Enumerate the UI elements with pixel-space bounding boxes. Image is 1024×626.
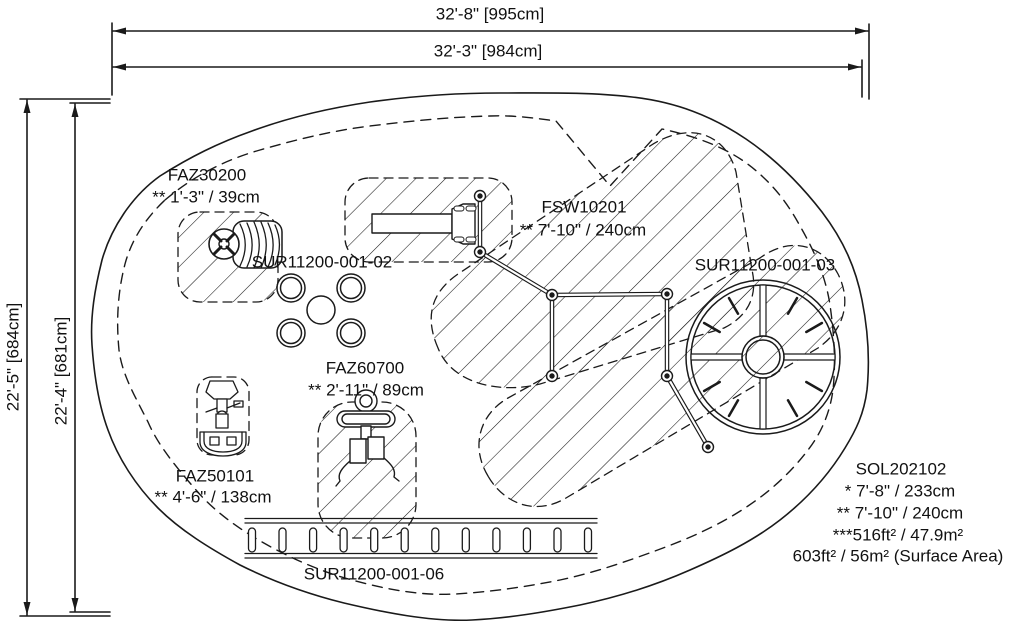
- dimension-label-top-outer: 32'-8" [995cm]: [435, 4, 545, 24]
- summary-code: SOL202102: [855, 459, 947, 479]
- label-faz60700-spec: ** 2'-11" / 89cm: [308, 380, 424, 400]
- summary-line2: ** 7'-10" / 240cm: [836, 503, 964, 523]
- label-faz60700: FAZ60700: [325, 358, 405, 378]
- ground-spinners-sur02-drawing: [276, 273, 366, 348]
- net-swing-fsw10201-drawing: [473, 189, 715, 454]
- spring-rider-faz50101-drawing: [199, 380, 247, 457]
- dimension-lines: [19, 22, 870, 617]
- ladder-sur06-drawing: [244, 517, 598, 559]
- label-sur11200-001-02: SUR11200-001-02: [251, 252, 393, 272]
- label-faz30200: FAZ30200: [167, 165, 247, 185]
- safety-surface-outline: [116, 115, 836, 596]
- label-faz50101: FAZ50101: [175, 466, 255, 486]
- summary-line4: 603ft² / 56m² (Surface Area): [792, 546, 1004, 566]
- summary-line1: * 7'-8" / 233cm: [844, 481, 956, 501]
- site-outline: [90, 92, 870, 622]
- label-fsw10201: FSW10201: [541, 197, 627, 217]
- spring-toy-faz30200-drawing: [208, 220, 283, 269]
- carousel-sur03-drawing: [685, 279, 841, 435]
- label-fsw10201-spec: ** 7'-10" / 240cm: [519, 220, 647, 240]
- summary-line3: ***516ft² / 47.9m²: [832, 525, 964, 545]
- dimension-label-left-outer: 22'-5" [684cm]: [3, 302, 23, 412]
- spring-rider-faz60700-drawing: [335, 389, 400, 487]
- label-faz50101-spec: ** 4'-6" / 138cm: [154, 487, 272, 507]
- dimension-label-top-inner: 32'-3" [984cm]: [433, 41, 543, 61]
- label-sur11200-001-06: SUR11200-001-06: [303, 564, 445, 584]
- balance-beam-drawing: [371, 203, 477, 245]
- dimension-label-left-inner: 22'-4" [681cm]: [51, 316, 71, 426]
- label-faz30200-spec: ** 1'-3" / 39cm: [152, 187, 260, 207]
- label-sur11200-001-03: SUR11200-001-03: [694, 255, 836, 275]
